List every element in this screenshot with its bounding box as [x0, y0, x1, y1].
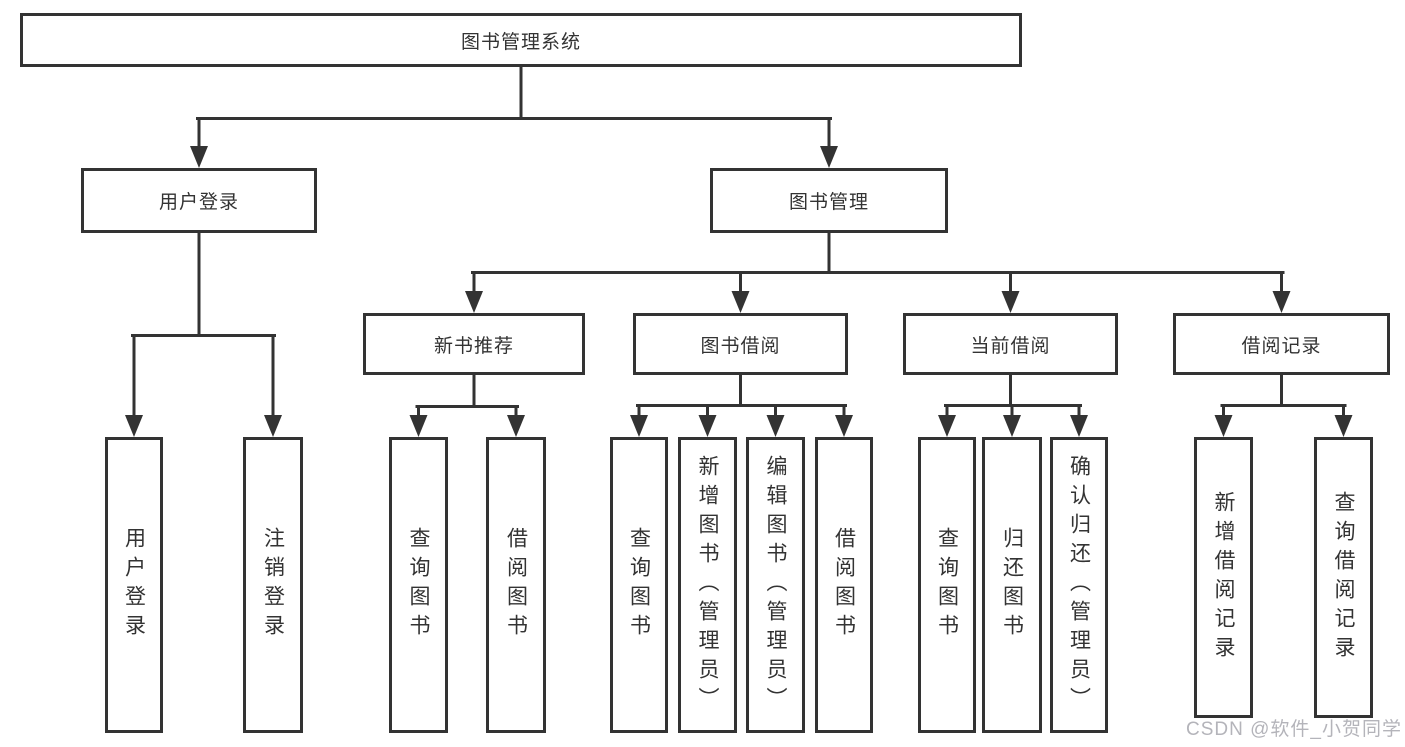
node-label: 新增图书（管理员）	[696, 454, 719, 716]
leaf-query-borrow-record: 查询借阅记录	[1314, 437, 1373, 718]
node-book-borrowing: 图书借阅	[633, 313, 848, 375]
watermark-text: CSDN @软件_小贺同学	[1186, 719, 1402, 740]
node-user-login: 用户登录	[81, 168, 317, 233]
node-label: 当前借阅	[970, 335, 1051, 357]
node-label: 查询图书	[407, 527, 430, 643]
node-label: 归还图书	[1000, 527, 1024, 643]
leaf-query-books-1: 查询图书	[389, 437, 448, 733]
node-label: 确认归还（管理员）	[1067, 454, 1091, 716]
leaf-add-borrow-record: 新增借阅记录	[1194, 437, 1253, 718]
node-label: 新书推荐	[433, 335, 514, 357]
node-label: 编辑图书（管理员）	[764, 454, 787, 716]
leaf-user-login: 用户登录	[105, 437, 163, 733]
leaf-logout-login: 注销登录	[243, 437, 303, 733]
leaf-confirm-return-admin: 确认归还（管理员）	[1050, 437, 1108, 733]
node-label: 注销登录	[261, 527, 285, 643]
connector-segments	[131, 64, 1347, 408]
leaf-add-books-admin: 新增图书（管理员）	[678, 437, 737, 733]
node-label: 查询图书	[935, 527, 959, 643]
leaf-query-books-2: 查询图书	[610, 437, 668, 733]
node-book-management: 图书管理	[710, 168, 948, 233]
leaf-edit-books-admin: 编辑图书（管理员）	[746, 437, 805, 733]
node-label: 图书借阅	[700, 335, 781, 357]
leaf-return-books: 归还图书	[982, 437, 1042, 733]
node-library-management-system: 图书管理系统	[20, 13, 1022, 67]
node-label: 图书管理系统	[460, 31, 581, 53]
node-label: 借阅图书	[504, 527, 528, 643]
node-label: 借阅图书	[832, 527, 856, 643]
leaf-borrow-books-1: 借阅图书	[486, 437, 546, 733]
node-current-borrowing: 当前借阅	[903, 313, 1118, 375]
node-label: 借阅记录	[1241, 335, 1322, 357]
connector-arrows	[125, 118, 1353, 437]
node-label: 查询借阅记录	[1332, 490, 1355, 665]
node-label: 新增借阅记录	[1212, 490, 1235, 665]
node-label: 查询图书	[627, 527, 651, 643]
leaf-query-books-3: 查询图书	[918, 437, 976, 733]
node-borrowing-records: 借阅记录	[1173, 313, 1390, 375]
node-label: 图书管理	[788, 192, 869, 213]
node-label: 用户登录	[122, 527, 146, 643]
node-new-book-recommendation: 新书推荐	[363, 313, 585, 375]
leaf-borrow-books-2: 借阅图书	[815, 437, 873, 733]
node-label: 用户登录	[158, 192, 239, 213]
